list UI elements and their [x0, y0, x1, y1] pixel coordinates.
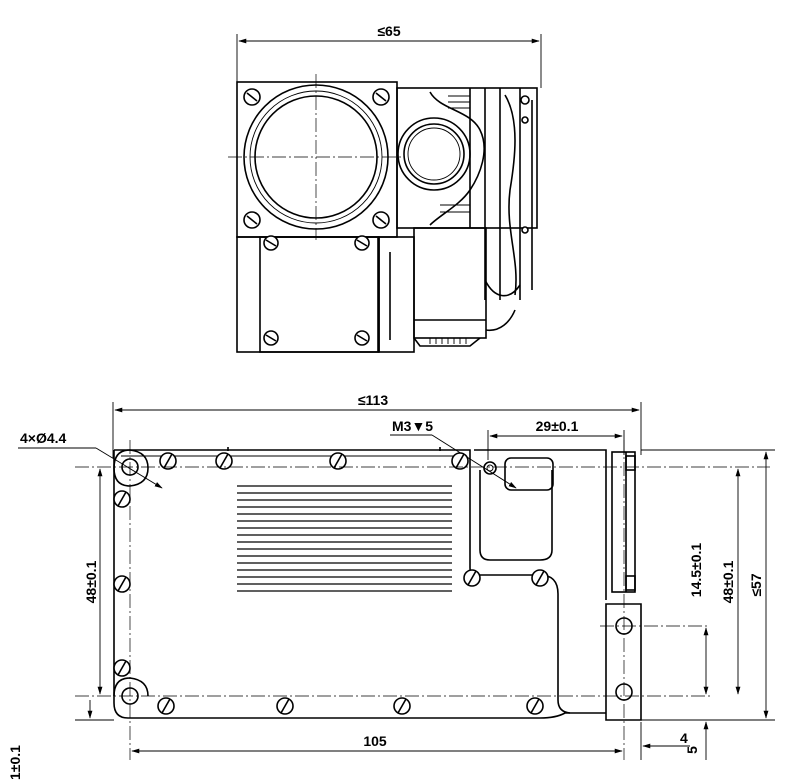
- right-height-label: 48±0.1: [720, 560, 736, 603]
- offset-29-dimension: 29±0.1: [487, 418, 625, 460]
- thread-callout-label: M3▼5: [392, 418, 433, 434]
- offset-29-label: 29±0.1: [536, 418, 579, 434]
- hole-callout: 4×Ø4.4: [18, 430, 163, 489]
- small-dim-4-label: 4: [680, 730, 688, 746]
- small-dim-5-label: 5: [684, 746, 700, 754]
- plan-view: ≤113 29±0.1 M3▼5 4×Ø4.4: [7, 392, 775, 780]
- overall-height-label: ≤57: [748, 573, 764, 596]
- overall-height-dimension: ≤57: [641, 449, 775, 721]
- vent-slots: [237, 485, 452, 592]
- bottom-left-label: 1±0.1: [7, 745, 23, 780]
- right-height-dimension: 48±0.1: [720, 468, 741, 695]
- top-view: ≤65: [228, 23, 542, 353]
- hole-spacing-dimension: 105: [131, 733, 623, 754]
- electronics-stack: [396, 87, 538, 300]
- thread-callout: M3▼5: [390, 418, 517, 489]
- offset-14-5-label: 14.5±0.1: [688, 543, 704, 598]
- connector-pins: [429, 338, 467, 344]
- offset-14-5-dimension: 14.5±0.1: [688, 543, 709, 695]
- left-height-label: 48±0.1: [83, 560, 99, 603]
- base-plate-outline: [113, 450, 642, 721]
- overall-length-label: ≤113: [358, 392, 388, 408]
- bottom-left-dimension: 1±0.1: [7, 700, 114, 780]
- plate-screws: [113, 452, 549, 715]
- small-dimensions: 4 5: [640, 721, 709, 760]
- left-height-dimension: 48±0.1: [83, 468, 103, 695]
- lower-screws: [263, 235, 370, 346]
- secondary-lens: [397, 117, 471, 191]
- width-dimension: ≤65: [236, 23, 542, 88]
- housing-screws: [243, 88, 390, 229]
- hole-callout-label: 4×Ø4.4: [20, 430, 67, 446]
- hole-spacing-label: 105: [363, 733, 387, 749]
- overall-length-dimension: ≤113: [112, 392, 642, 458]
- width-dim-label: ≤65: [377, 23, 400, 39]
